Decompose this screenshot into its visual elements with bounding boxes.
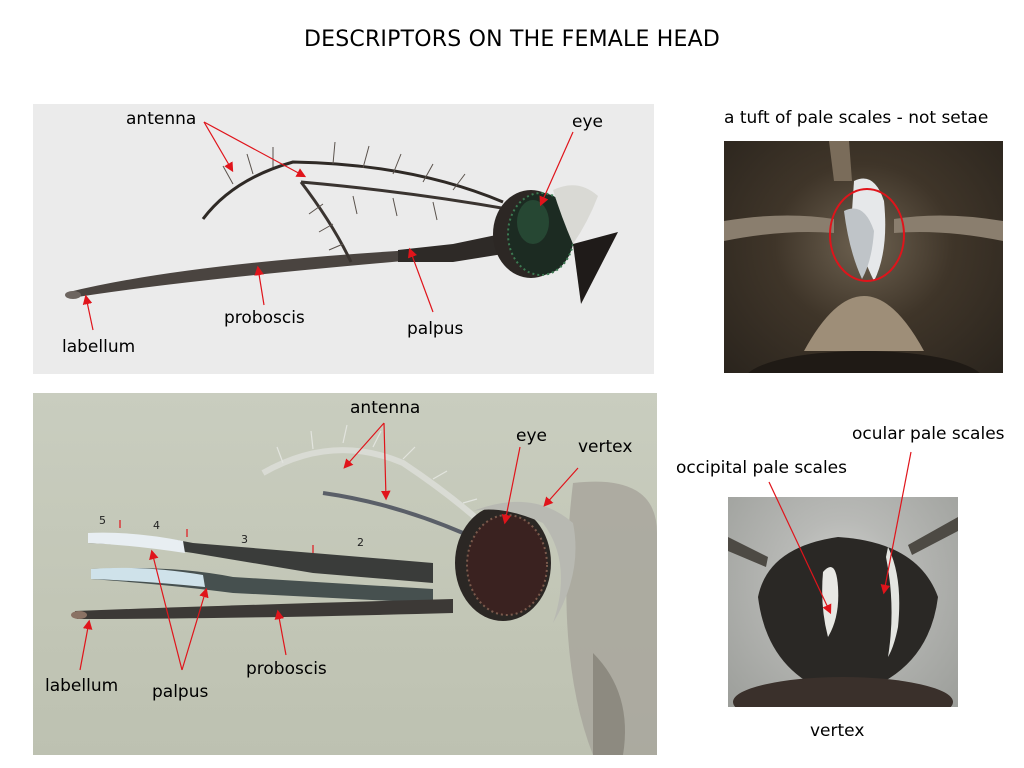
- page-title: DESCRIPTORS ON THE FEMALE HEAD: [303, 27, 721, 52]
- tuft-illustration: [724, 141, 1003, 373]
- label-labellum-bottom: labellum: [45, 676, 119, 696]
- vertex-photo: [728, 497, 958, 707]
- segment-number-5: 5: [99, 514, 106, 527]
- lateral-head-illustration: [65, 141, 618, 304]
- lateral-head-photo-2: [33, 393, 657, 755]
- lateral-head-photo: [33, 104, 654, 374]
- segment-number-2: 2: [357, 536, 364, 549]
- label-vertex-bottom: vertex: [578, 437, 633, 457]
- label-antenna-bottom: antenna: [350, 398, 421, 418]
- caption-vertex: vertex: [810, 721, 865, 741]
- tuft-photo: [724, 141, 1003, 373]
- label-occipital-scales: occipital pale scales: [676, 458, 847, 478]
- label-proboscis-top: proboscis: [224, 308, 305, 328]
- label-eye-top: eye: [572, 112, 603, 132]
- label-labellum-top: labellum: [62, 337, 136, 357]
- label-eye-bottom: eye: [516, 426, 547, 446]
- label-antenna-top: antenna: [126, 109, 197, 129]
- segment-number-4: 4: [153, 519, 160, 532]
- segment-number-3: 3: [241, 533, 248, 546]
- label-ocular-scales: ocular pale scales: [852, 424, 1005, 444]
- caption-tuft: a tuft of pale scales - not setae: [724, 108, 989, 128]
- vertex-illustration: [728, 517, 958, 707]
- label-proboscis-bottom: proboscis: [246, 659, 327, 679]
- label-palpus-top: palpus: [407, 319, 464, 339]
- label-palpus-bottom: palpus: [152, 682, 209, 702]
- lateral-head-illustration-2: [71, 424, 657, 755]
